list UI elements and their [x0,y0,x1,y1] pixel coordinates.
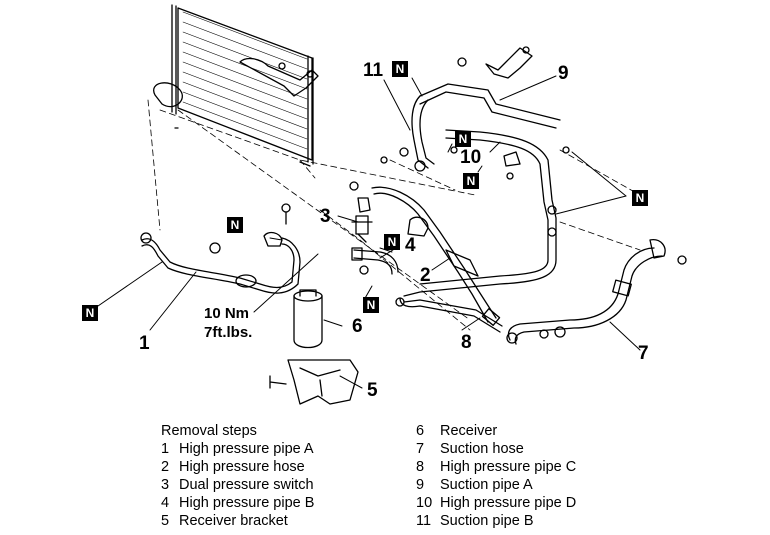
callout-7: 7 [638,343,649,364]
torque-spec: 10 Nm 7ft.lbs. [204,304,252,342]
callout-6: 6 [352,316,363,337]
receiver [293,289,323,349]
legend-item: 2 High pressure hose [161,458,314,476]
suction-hose [506,239,687,345]
legend-item: 11 Suction pipe B [416,512,576,530]
legend-item-label: High pressure hose [179,459,305,475]
n-badge: N [455,131,471,147]
legend-title: Removal steps [161,423,257,439]
legend-item-number: 10 [416,495,433,511]
legend-item: 3 Dual pressure switch [161,476,314,494]
n-badge: N [82,305,98,321]
callout-5: 5 [367,380,378,401]
legend-item-label: Suction pipe A [440,477,533,493]
callout-3: 3 [320,206,331,227]
n-badge: N [463,173,479,189]
n-badge: N [632,190,648,206]
legend-item-label: High pressure pipe A [179,441,314,457]
dual-pressure-switch [351,197,373,243]
legend-item-number: 7 [416,441,425,457]
high-pressure-pipe-d [403,129,570,297]
legend-item-label: Receiver bracket [179,513,288,529]
high-pressure-hose [371,186,501,326]
legend-item: 5 Receiver bracket [161,512,314,530]
callout-1: 1 [139,333,150,354]
legend-item-number: 3 [161,477,170,493]
legend-item-number: 8 [416,459,425,475]
torque-ftlbs: 7ft.lbs. [204,324,253,341]
legend-item-number: 5 [161,513,170,529]
high-pressure-pipe-a [140,231,301,294]
legend-item-number: 9 [416,477,425,493]
legend-item-number: 6 [416,423,425,439]
callout-2: 2 [420,265,431,286]
legend-item-number: 11 [416,513,432,529]
callout-8: 8 [461,332,472,353]
legend-item: 10 High pressure pipe D [416,494,576,512]
legend-item: 6 Receiver [416,422,576,440]
legend-item-label: Dual pressure switch [179,477,314,493]
leader-lines [97,75,641,389]
high-pressure-pipe-b [351,216,429,275]
n-badge: N [227,217,243,233]
legend-item-label: High pressure pipe D [440,495,577,511]
suction-pipe-a [419,46,561,129]
condenser [153,4,319,167]
legend-item: 9 Suction pipe A [416,476,576,494]
suction-pipe-b [380,95,521,180]
legend-item-label: Suction hose [440,441,524,457]
legend-item: 8 High pressure pipe C [416,458,576,476]
callout-11: 11 [363,60,384,81]
legend-item-label: High pressure pipe B [179,495,315,511]
legend-item-number: 2 [161,459,170,475]
legend-item-number: 1 [161,441,170,457]
legend-item: 4 High pressure pipe B [161,494,314,512]
legend-item-label: Receiver [440,423,498,439]
legend-item-label: High pressure pipe C [440,459,577,475]
callout-10: 10 [460,147,482,168]
callout-9: 9 [558,63,569,84]
high-pressure-pipe-c [395,297,503,333]
legend-item-label: Suction pipe B [440,513,534,529]
torque-nm: 10 Nm [204,305,250,322]
receiver-bracket [269,359,359,405]
legend-item-number: 4 [161,495,170,511]
n-badge: N [363,297,379,313]
bolts [281,181,549,339]
legend-item: 7 Suction hose [416,440,576,458]
callout-4: 4 [405,235,416,256]
projection-lines [147,99,641,331]
legend-item: 1 High pressure pipe A [161,440,314,458]
n-badge: N [392,61,408,77]
ac-piping-exploded-diagram [97,4,687,405]
n-badge: N [384,234,400,250]
